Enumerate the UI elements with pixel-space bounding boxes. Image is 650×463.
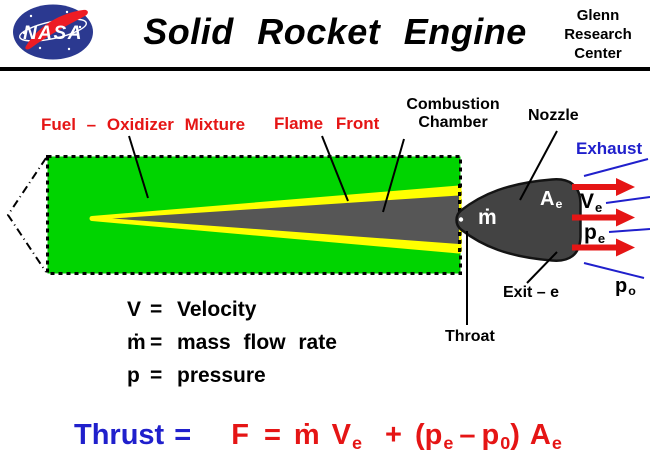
exhaust-stream-line [605, 196, 650, 204]
ambient-pressure-base: p [615, 275, 628, 297]
equation-exit-pressure: pe [424, 419, 454, 454]
flame-front-label: Flame Front [274, 114, 380, 133]
equation-exit-velocity: Ve [331, 419, 363, 454]
nasa-logo-svg: NASA [13, 4, 93, 60]
combustion-chamber-wedge [112, 195, 459, 244]
equation-ambient-pressure: p0 [481, 419, 511, 454]
equation-exit-area: Ae [529, 419, 562, 454]
equation-a-base: A [529, 419, 551, 451]
equation-a-sub: e [551, 433, 562, 454]
star-icon [65, 10, 69, 14]
symbol-legend: V = Velocity ṁ = mass flow rate p = pres… [127, 298, 337, 397]
exit-velocity-symbol: Ve [580, 190, 603, 215]
equation-pe-sub: e [443, 433, 454, 454]
exhaust-arrow [572, 208, 635, 227]
nasa-logo-icon: NASA [11, 3, 95, 61]
red-swoosh [25, 9, 88, 50]
equation-lhs: Thrust = [74, 419, 192, 451]
header-divider [0, 67, 650, 71]
exhaust-arrow [572, 238, 635, 257]
exit-velocity-sub: e [595, 199, 603, 215]
legend-definition: pressure [177, 364, 266, 387]
page-title: Solid Rocket Engine [143, 11, 527, 52]
exit-area-base: A [540, 188, 555, 210]
mass-flow-symbol: ṁ [478, 206, 497, 229]
legend-row-mass-flow: ṁ = mass flow rate [127, 331, 337, 364]
nasa-logo-text: NASA [23, 23, 83, 44]
equation-equals: = [263, 419, 281, 451]
nozzle-label: Nozzle [528, 107, 579, 124]
legend-symbol: V [127, 298, 142, 321]
org-line: Center [574, 45, 622, 62]
equation-v-sub: e [352, 433, 363, 454]
exhaust-stream-line [583, 158, 649, 177]
ambient-pressure-sub: o [628, 284, 636, 299]
exit-area-sub: e [555, 197, 563, 212]
exit-velocity-base: V [580, 190, 595, 213]
combustion-chamber-label: Combustion Chamber [402, 96, 504, 132]
org-name: Glenn Research Center [548, 6, 648, 63]
exhaust-stream-line [608, 228, 650, 233]
legend-row-velocity: V = Velocity [127, 298, 337, 331]
legend-equals: = [150, 364, 163, 387]
org-line: Glenn [576, 7, 620, 24]
exhaust-label: Exhaust [576, 139, 643, 158]
star-icon [67, 47, 71, 51]
fuel-oxidizer-label: Fuel – Oxidizer Mixture [41, 115, 246, 134]
legend-row-pressure: p = pressure [127, 364, 337, 397]
grain-left-chevron [6, 157, 47, 273]
exhaust-arrow [572, 178, 635, 196]
ambient-pressure-symbol: po [615, 275, 636, 298]
legend-equals: = [150, 331, 163, 354]
fuel-leader-line [128, 135, 149, 199]
combustion-chamber-line1: Combustion [406, 96, 500, 113]
legend-definition: Velocity [177, 298, 257, 321]
equation-p0-sub: 0 [500, 433, 511, 454]
equation-mdot: ṁ [293, 419, 320, 451]
equation-plus: + [385, 419, 402, 451]
thrust-equation: Thrust = F = ṁ Ve + ( pe – p0 ) Ae [74, 419, 562, 454]
exit-pressure-sub: e [597, 230, 606, 246]
legend-symbol: ṁ [127, 331, 146, 354]
exit-area-symbol: Ae [540, 188, 562, 211]
flame-leader-line [321, 135, 349, 202]
exit-label: Exit – e [503, 284, 560, 301]
exhaust-stream-line [583, 262, 645, 279]
throat-label: Throat [445, 328, 495, 345]
exit-pressure-symbol: pe [584, 221, 606, 246]
star-icon [38, 46, 42, 50]
equation-pe-base: p [424, 419, 443, 451]
equation-minus: – [459, 419, 476, 451]
legend-equals: = [150, 298, 163, 321]
throat-dot [458, 217, 464, 222]
nozzle-leader-line [519, 130, 558, 201]
equation-close-paren: ) [510, 419, 520, 451]
equation-v-base: V [331, 419, 352, 451]
exit-leader-line [526, 251, 558, 284]
legend-definition: mass flow rate [177, 331, 337, 354]
equation-open-paren: ( [414, 419, 425, 451]
equation-force: F [231, 419, 249, 451]
equation-p0-base: p [481, 419, 500, 451]
legend-symbol: p [127, 364, 140, 387]
star-icon [29, 14, 33, 18]
star-icon [78, 25, 82, 29]
combustion-leader-line [382, 138, 405, 213]
org-line: Research [564, 26, 632, 43]
combustion-chamber-line2: Chamber [418, 114, 488, 131]
exit-pressure-base: p [584, 221, 597, 244]
